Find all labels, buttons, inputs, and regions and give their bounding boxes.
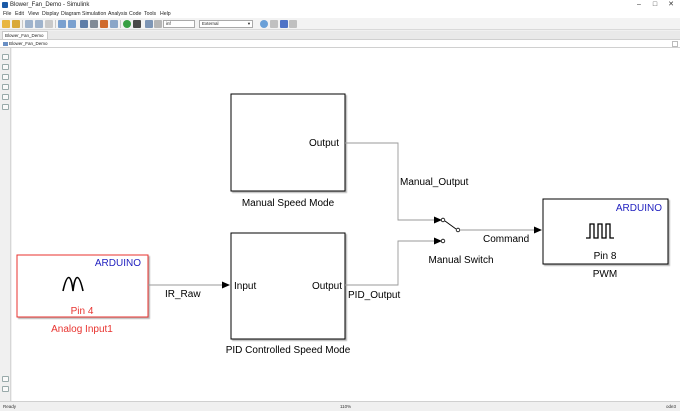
simulation-mode-select[interactable]: External ▼	[199, 20, 253, 28]
manual-speed-mode-block[interactable]: Output Manual Speed Mode	[230, 93, 346, 209]
step-back-icon[interactable]	[110, 20, 118, 28]
title-bar: Blower_Fan_Demo - Simulink – □ ✕	[0, 0, 680, 10]
pid-input-port-label: Input	[234, 281, 256, 292]
menu-display[interactable]: Display	[42, 11, 60, 17]
stop-time-field[interactable]: inf	[163, 20, 195, 28]
manual-speed-output-port-label: Output	[309, 138, 339, 149]
signal-ir-raw[interactable]: IR_Raw	[148, 281, 230, 301]
pid-speed-mode-label: PID Controlled Speed Mode	[226, 345, 351, 356]
forward-icon[interactable]	[35, 20, 43, 28]
arrow-icon[interactable]	[2, 74, 9, 80]
up-icon[interactable]	[45, 20, 53, 28]
pwm-square-wave-icon	[586, 223, 614, 239]
menu-simulation[interactable]: Simulation	[82, 11, 107, 17]
status-text: Ready	[3, 404, 17, 409]
analog-input-name-label: Analog Input1	[51, 324, 113, 335]
back-icon[interactable]	[25, 20, 33, 28]
tab-strip: Blower_Fan_Demo	[0, 31, 680, 39]
hide-explorer-icon[interactable]	[672, 41, 678, 47]
simulation-mode-value: External	[202, 21, 219, 26]
close-icon[interactable]: ✕	[668, 1, 674, 8]
step-forward-icon[interactable]	[145, 20, 153, 28]
pwm-brand: ARDUINO	[616, 203, 662, 214]
deploy-dropdown-icon[interactable]	[289, 20, 297, 28]
pid-output-signal-label: PID_Output	[348, 290, 400, 301]
build-dropdown-icon[interactable]	[270, 20, 278, 28]
command-signal-label: Command	[483, 234, 529, 245]
open-icon[interactable]	[12, 20, 20, 28]
menu-view[interactable]: View	[28, 11, 40, 17]
manual-switch-label: Manual Switch	[428, 255, 493, 266]
analog-input-pin-label: Pin 4	[71, 306, 94, 317]
manual-switch-block[interactable]: Manual Switch	[428, 217, 494, 266]
zoom-level[interactable]: 110%	[340, 404, 352, 409]
area-icon[interactable]	[2, 104, 9, 110]
manual-output-signal-label: Manual_Output	[400, 177, 469, 188]
camera-icon[interactable]	[2, 376, 9, 382]
stop-icon[interactable]	[133, 20, 141, 28]
zoom-in-icon[interactable]	[2, 54, 9, 60]
library-browser-icon[interactable]	[80, 20, 88, 28]
analog-input-brand: ARDUINO	[95, 258, 141, 269]
new-model-icon[interactable]	[2, 20, 10, 28]
image-icon[interactable]	[2, 94, 9, 100]
pwm-block[interactable]: ARDUINO Pin 8 PWM	[542, 198, 669, 280]
minimize-icon[interactable]: –	[637, 1, 641, 8]
analog-wave-icon	[62, 276, 84, 292]
palette-toolbar	[0, 48, 11, 401]
menu-tools[interactable]: Tools	[144, 11, 157, 17]
undo-icon[interactable]	[58, 20, 66, 28]
ir-raw-signal-label: IR_Raw	[165, 289, 201, 300]
solver-name[interactable]: ode3	[665, 404, 676, 409]
pwm-name-label: PWM	[593, 269, 617, 280]
chevron-down-icon: ▼	[247, 21, 251, 26]
window-title: Blower_Fan_Demo - Simulink	[10, 2, 90, 8]
manual-speed-mode-label: Manual Speed Mode	[242, 198, 335, 209]
fit-to-view-icon[interactable]	[2, 64, 9, 70]
model-explorer-icon[interactable]	[100, 20, 108, 28]
signal-manual-output[interactable]: Manual_Output	[345, 142, 469, 224]
tab-model[interactable]: Blower_Fan_Demo	[2, 31, 48, 39]
menu-bar: File Edit View Display Diagram Simulatio…	[0, 10, 680, 18]
menu-analysis[interactable]: Analysis	[108, 11, 128, 17]
menu-help[interactable]: Help	[160, 11, 171, 17]
model-config-icon[interactable]	[90, 20, 98, 28]
analog-input-block[interactable]: ARDUINO Pin 4 Analog Input1	[16, 254, 149, 335]
menu-diagram[interactable]: Diagram	[61, 11, 81, 17]
signal-pid-output[interactable]: PID_Output	[345, 237, 442, 302]
simulink-app-icon	[2, 2, 8, 8]
dropdown-icon[interactable]	[154, 20, 162, 28]
run-icon[interactable]	[123, 20, 131, 28]
pid-output-port-label: Output	[312, 281, 342, 292]
pwm-pin-label: Pin 8	[594, 251, 617, 262]
menu-file[interactable]: File	[3, 11, 12, 17]
status-bar: Ready 110% ode3	[0, 401, 680, 411]
model-icon	[3, 42, 8, 46]
menu-code[interactable]: Code	[129, 11, 142, 17]
annotation-icon[interactable]	[2, 84, 9, 90]
menu-edit[interactable]: Edit	[15, 11, 24, 17]
model-canvas[interactable]: Output Manual Speed Mode Input Output PI…	[12, 48, 680, 401]
breadcrumb-path[interactable]: Blower_Fan_Demo	[9, 41, 48, 46]
breadcrumb: Blower_Fan_Demo	[0, 39, 680, 48]
signal-command[interactable]: Command	[460, 226, 542, 246]
deploy-icon[interactable]	[280, 20, 288, 28]
pid-speed-mode-block[interactable]: Input Output PID Controlled Speed Mode	[226, 232, 351, 356]
maximize-icon[interactable]: □	[652, 1, 658, 8]
redo-icon[interactable]	[68, 20, 76, 28]
collapse-icon[interactable]	[2, 386, 9, 392]
build-icon[interactable]	[260, 20, 268, 28]
toolbar: inf External ▼	[0, 18, 680, 30]
